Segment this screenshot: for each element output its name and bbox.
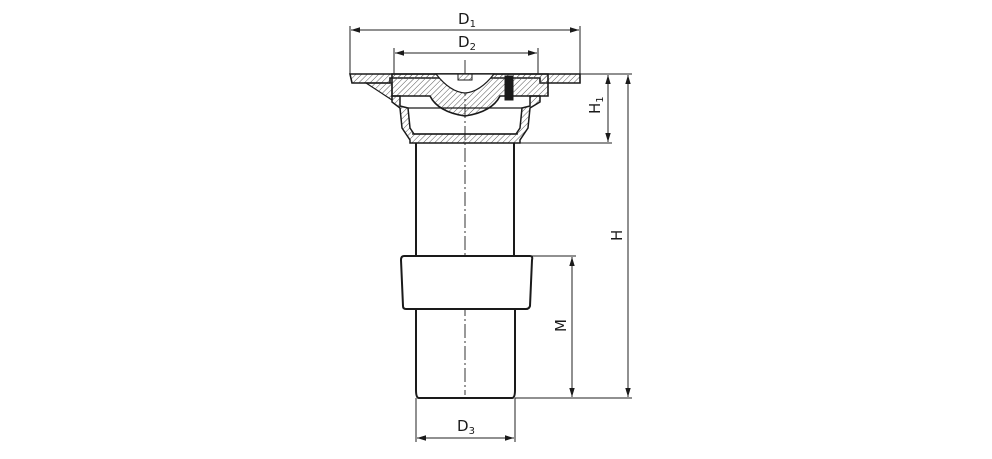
dimension-D3: D3 <box>415 398 516 442</box>
dimension-H: H <box>515 75 632 399</box>
body-housing <box>391 95 541 144</box>
dimension-D2: D2 <box>393 33 539 74</box>
dimension-D1: D1 <box>349 10 581 74</box>
spigot <box>415 309 516 399</box>
svg-text:M: M <box>552 319 570 332</box>
svg-text:D3: D3 <box>457 417 475 437</box>
svg-text:D2: D2 <box>458 33 476 53</box>
dimension-H1: H1 <box>520 73 632 144</box>
dimension-M: M <box>530 255 576 397</box>
sleeve <box>399 255 534 310</box>
pipe <box>415 143 515 256</box>
svg-text:H1: H1 <box>586 96 606 114</box>
svg-text:D1: D1 <box>458 10 476 30</box>
svg-text:H: H <box>608 230 626 241</box>
grate-body <box>391 73 549 117</box>
